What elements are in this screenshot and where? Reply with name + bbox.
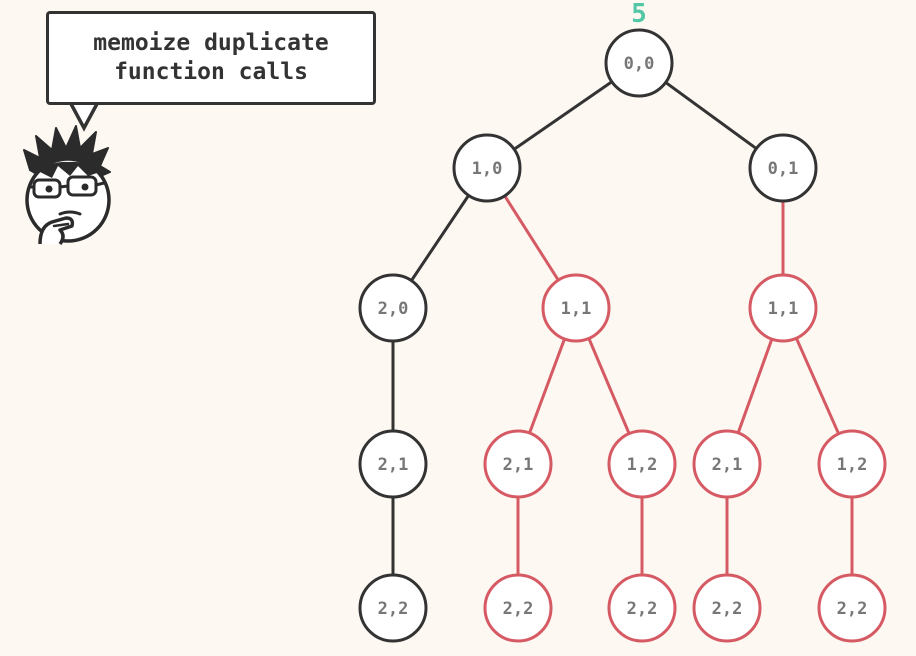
tree-node-n01: 0,1: [748, 133, 818, 203]
tree-edge-n11a-n21b: [528, 338, 566, 434]
tree-node-label: 1,1: [561, 299, 592, 319]
tree-node-label: 1,1: [768, 299, 799, 319]
tree-node-label: 2,2: [837, 599, 868, 619]
speech-bubble-line-2: function calls: [114, 59, 308, 85]
tree-node-label: 1,0: [472, 159, 503, 179]
tree-edge-n10-n20: [410, 194, 470, 282]
tree-node-label: 0,0: [624, 54, 655, 74]
tree-node-label: 2,0: [378, 299, 409, 319]
tree-node-circle: [604, 28, 674, 98]
tree-node-n21b: 2,1: [483, 429, 553, 499]
tree-node-label: 2,2: [378, 599, 409, 619]
tree-edge-n10-n11a: [503, 195, 560, 281]
tree-node-label: 2,1: [503, 455, 534, 475]
tree-node-circle: [692, 573, 762, 643]
tree-nodes: 0,0 1,0 0,1 2,0 1,1 1,1 2,1 2,1 1,2 2,1 1,2 2,2 2,2 2…: [358, 28, 887, 643]
tree-node-n21a: 2,1: [358, 429, 428, 499]
root-result-value: 5: [631, 0, 647, 29]
tree-node-label: 2,1: [378, 455, 409, 475]
tree-node-circle: [358, 573, 428, 643]
tree-node-n00: 0,0: [604, 28, 674, 98]
tree-node-circle: [358, 429, 428, 499]
speech-bubble-line-1: memoize duplicate: [93, 30, 329, 56]
tree-node-circle: [748, 273, 818, 343]
tree-node-circle: [817, 429, 887, 499]
tree-node-circle: [607, 429, 677, 499]
tree-edge-n11a-n12a: [587, 337, 631, 435]
tree-node-label: 2,1: [712, 455, 743, 475]
tree-node-n21c: 2,1: [692, 429, 762, 499]
tree-edge-n11b-n12b: [794, 337, 841, 435]
tree-node-label: 0,1: [768, 159, 799, 179]
tree-node-n22d: 2,2: [692, 573, 762, 643]
tree-node-n22a: 2,2: [358, 573, 428, 643]
tree-node-label: 1,2: [837, 455, 868, 475]
tree-node-circle: [483, 429, 553, 499]
tree-node-n11a: 1,1: [541, 273, 611, 343]
tree-node-circle: [358, 273, 428, 343]
tree-edge-n00-n01: [664, 81, 758, 150]
tree-node-n22b: 2,2: [483, 573, 553, 643]
tree-node-label: 1,2: [627, 455, 658, 475]
tree-node-circle: [692, 429, 762, 499]
tree-edge-n11b-n21c: [736, 338, 774, 434]
tree-node-circle: [452, 133, 522, 203]
tree-node-circle: [541, 273, 611, 343]
tree-node-label: 2,2: [627, 599, 658, 619]
thinking-character-icon: [23, 125, 111, 246]
tree-node-n20: 2,0: [358, 273, 428, 343]
tree-node-label: 2,2: [503, 599, 534, 619]
tree-node-n22c: 2,2: [607, 573, 677, 643]
tree-node-n10: 1,0: [452, 133, 522, 203]
tree-node-n11b: 1,1: [748, 273, 818, 343]
tree-node-n12a: 1,2: [607, 429, 677, 499]
tree-node-circle: [483, 573, 553, 643]
tree-edge-n00-n10: [513, 80, 613, 151]
tree-node-n12b: 1,2: [817, 429, 887, 499]
tree-node-label: 2,2: [712, 599, 743, 619]
tree-node-n22e: 2,2: [817, 573, 887, 643]
speech-bubble: memoize duplicate function calls: [46, 11, 376, 105]
tree-edges: [391, 80, 854, 575]
tree-node-circle: [748, 133, 818, 203]
tree-node-circle: [607, 573, 677, 643]
tree-node-circle: [817, 573, 887, 643]
